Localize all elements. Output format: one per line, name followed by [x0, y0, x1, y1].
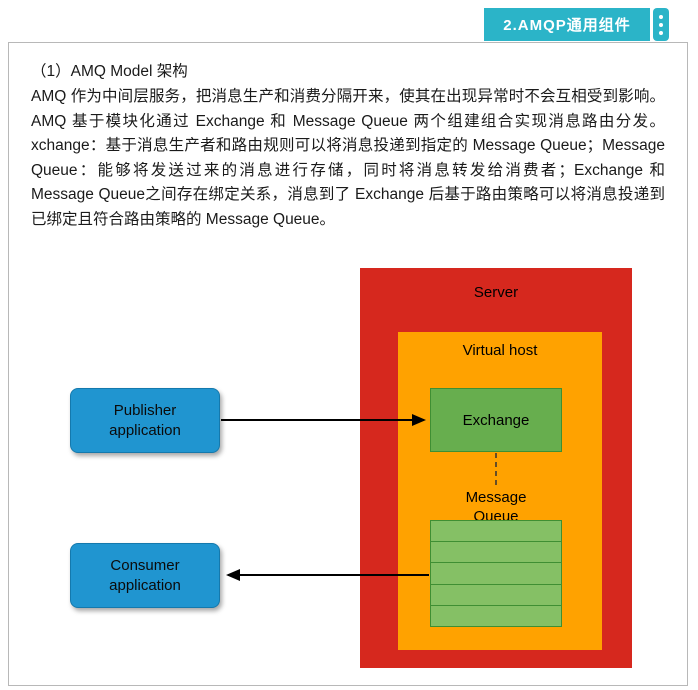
queue-row [431, 563, 561, 585]
server-label: Server [473, 284, 519, 301]
consumer-label: Consumer application [109, 556, 181, 594]
message-queue-stack [430, 520, 562, 627]
queue-row [431, 521, 561, 543]
body-paragraph: AMQ 作为中间层服务，把消息生产和消费分隔开来，使其在出现异常时不会互相受到影… [31, 88, 665, 228]
exchange-box: Exchange [430, 388, 562, 452]
section-badge: 2.AMQP通用组件 [484, 8, 650, 41]
virtual-host-label: Virtual host [462, 342, 538, 359]
queue-row [431, 542, 561, 564]
exchange-label: Exchange [462, 411, 530, 429]
queue-row [431, 605, 561, 627]
publisher-box: Publisher application [70, 388, 220, 453]
dot [659, 14, 663, 19]
dot [659, 30, 663, 35]
page-title: （1）AMQ Model 架构 [31, 63, 188, 80]
publisher-label: Publisher application [109, 401, 181, 439]
menu-dots-icon [653, 8, 669, 41]
dot [659, 22, 663, 27]
consumer-box: Consumer application [70, 543, 220, 608]
queue-row [431, 584, 561, 606]
